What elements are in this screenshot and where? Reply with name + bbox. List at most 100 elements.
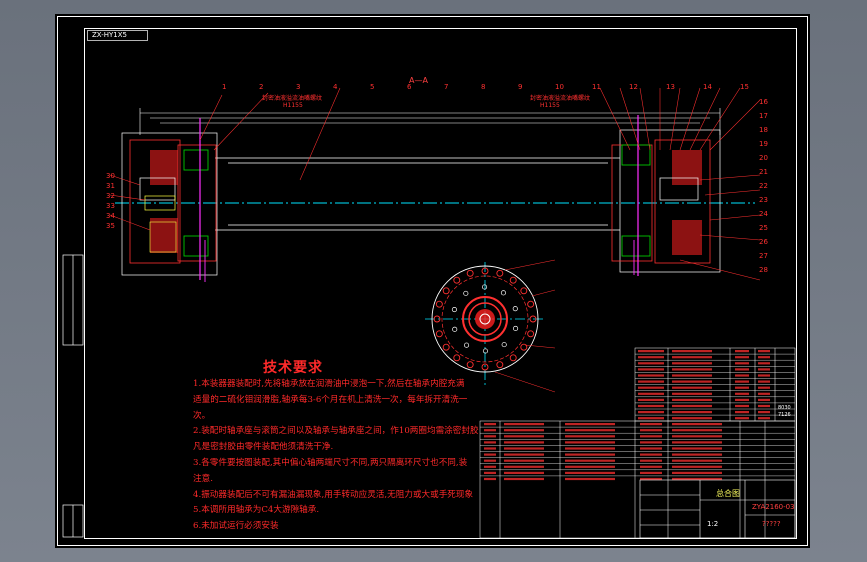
table-cell-text [565,465,615,468]
table-cell-text [638,386,664,389]
table-cell-text [484,441,496,444]
table-cell-text [672,404,712,408]
table-cell-text [672,350,712,353]
table-cell-text [640,435,662,438]
parts-list-text [638,350,770,420]
table-cell-text [758,411,770,414]
bolt-hole [442,287,450,295]
table-cell-text [565,447,615,450]
table-cell-text [504,477,544,481]
table-cell-text [638,404,664,408]
table-cell-text [504,471,544,474]
table-cell-text [758,392,770,395]
part-number-label: 34 [106,212,115,220]
table-cell-text [640,453,662,456]
table-cell-text [640,447,662,450]
table-cell-text [735,404,749,408]
table-cell-text [735,356,749,359]
part-number-label: 4 [333,83,338,91]
scale-text: 1:2 [707,520,719,528]
table-cell-text [565,423,615,426]
bolt-hole [509,354,517,362]
table-cell-text [758,398,770,401]
sheet-background [55,14,810,548]
table-cell-text [638,380,664,383]
tech-line: 1.本装器器装配时,先将轴承放在润滑油中浸泡一下,然后在轴承内腔充满 [193,379,465,389]
table-cell-text [758,368,770,371]
part-number-label: 22 [759,182,768,190]
part-number-label: 11 [592,83,601,91]
inner-hole [451,306,457,313]
table-cell-text [735,368,749,371]
table-cell-text [735,386,749,389]
table-cell-text [565,429,615,432]
left-dim: H1155 [283,102,303,109]
table-cell-text [672,423,722,426]
part-number-label: 5 [370,83,375,91]
table-cell-text [735,417,749,420]
tech-line: 3.各零件要按图装配,其中偏心轴两端尺寸不同,两只隔离环尺寸也不同,装 [193,457,468,468]
table-cell-text [640,441,662,444]
part-number-label: 26 [759,238,768,246]
table-cell-text [672,356,712,359]
bolt-hole [509,276,517,284]
table-cell-text [504,423,544,426]
side-code-1: 8030 [778,405,791,411]
sheet-text: ????? [762,520,781,528]
table-cell-text [504,465,544,468]
part-number-label: 32 [106,192,115,200]
table-cell-text [504,447,544,450]
section-view [115,108,755,282]
bolt-hole [442,343,450,351]
table-cell-text [735,380,749,383]
table-cell-text [672,465,722,468]
bolt-hole [481,267,489,275]
inner-hole [463,290,469,296]
part-number-label: 2 [259,83,264,91]
part-number-label: 15 [740,83,749,91]
table-cell-text [640,429,662,432]
inner-hole [482,348,489,354]
bolt-hole [453,354,461,362]
bolt-hole [435,300,443,308]
table-cell-text [672,429,722,432]
part-number-label: 12 [629,83,638,91]
tech-line: 次。 [193,410,211,421]
right-note: 封密油液溢流油嘴螺纹 [530,95,591,102]
table-cell-text [672,417,712,420]
table-cell-text [735,362,749,365]
table-cell-text [565,459,615,462]
outer-frame [57,16,808,546]
table-cell-text [504,429,544,432]
table-cell-text [484,465,496,468]
part-number-label: 21 [759,168,768,176]
table-cell-text [758,350,770,353]
inner-holes [451,284,519,354]
part-number-label: 25 [759,224,768,232]
table-cell-text [672,368,712,371]
assembly-label: 总合图 [716,489,740,498]
table-cell-text [484,429,496,432]
tech-line: 2.装配时轴承座与滚筒之间以及轴承与轴承座之间，作10两圈均需涂密封胶 [193,426,479,437]
table-cell-text [638,362,664,365]
table-cell-text [672,411,712,414]
table-cell-text [504,441,544,444]
table-cell-text [758,386,770,389]
bolt-hole [496,269,504,277]
inner-hole [513,325,519,332]
tech-title: 技术要求 [263,360,323,376]
inner-frame [84,28,797,539]
part-number-label: 17 [759,112,768,120]
bom-rows [480,426,795,477]
table-cell-text [484,447,496,450]
technical-requirements: 技术要求 1.本装器器装配时,先将轴承放在润滑油中浸泡一下,然后在轴承内腔充满 … [193,357,493,535]
table-cell-text [672,374,712,377]
table-cell-text [484,477,496,481]
drawing-number: ZYA2160-03 [752,503,795,511]
part-number-label: 20 [759,154,768,162]
table-cell-text [672,362,712,365]
part-number-label: 9 [518,83,523,91]
bolt-hole [481,363,489,371]
